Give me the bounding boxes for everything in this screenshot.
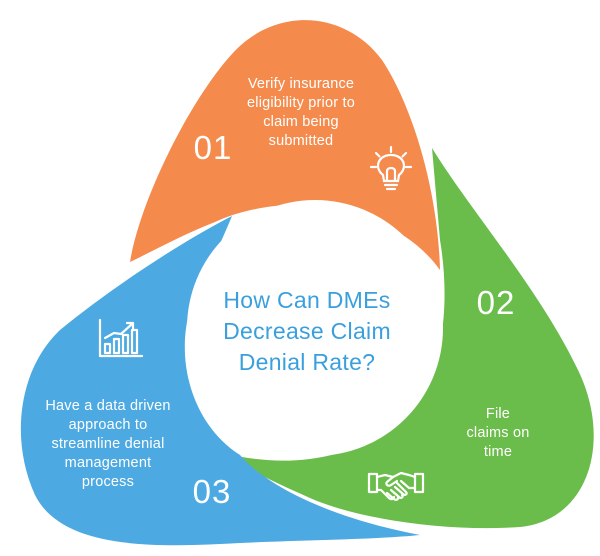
step-03-line: Have a data driven — [45, 398, 171, 414]
step-02-line: time — [483, 444, 513, 460]
step-01-number: 01 — [193, 129, 233, 166]
step-03-description: Have a data driven approach to streamlin… — [30, 397, 186, 492]
step-02-line: File — [485, 406, 511, 422]
center-title-line: Denial Rate? — [238, 349, 376, 375]
handshake-icon — [367, 464, 425, 504]
step-02-number: 02 — [476, 284, 516, 321]
step-03-line: streamline denial — [51, 436, 165, 452]
step-03-number: 03 — [192, 473, 232, 510]
bar-chart-icon — [96, 318, 146, 360]
center-title: How Can DMEs Decrease Claim Denial Rate? — [187, 285, 427, 378]
step-01-line: submitted — [268, 133, 334, 149]
step-01-line: Verify insurance — [247, 76, 355, 92]
step-02-description: File claims on time — [448, 405, 548, 462]
center-title-line: Decrease Claim — [223, 318, 391, 344]
step-03-line: management — [64, 455, 152, 471]
segment-03 — [20, 216, 421, 546]
step-01-line: eligibility prior to — [247, 95, 355, 111]
step-03-line: process — [81, 474, 135, 490]
step-01-description: Verify insurance eligibility prior to cl… — [226, 75, 376, 151]
step-01-line: claim being — [263, 114, 339, 130]
segment-01 — [130, 20, 440, 270]
segment-02 — [232, 148, 594, 529]
center-title-line: How Can DMEs — [223, 287, 391, 313]
center-circle — [187, 200, 443, 456]
step-02-line: claims on — [466, 425, 530, 441]
step-03-line: approach to — [68, 417, 148, 433]
lightbulb-icon — [368, 145, 414, 193]
